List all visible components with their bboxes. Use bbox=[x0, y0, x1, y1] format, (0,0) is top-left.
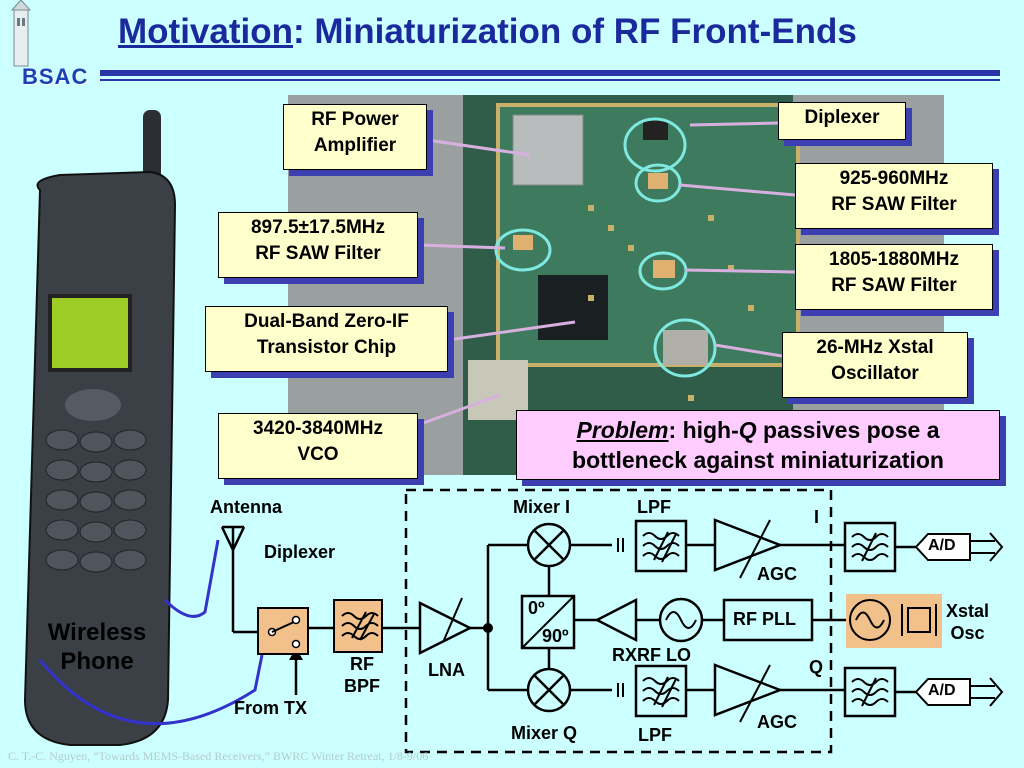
output-filter-bottom-icon bbox=[843, 666, 897, 718]
problem-word: Problem bbox=[576, 417, 669, 443]
agc-bottom-label: AGC bbox=[757, 712, 797, 732]
label-line: Transistor Chip bbox=[256, 337, 397, 358]
label-line: RF SAW Filter bbox=[831, 275, 957, 296]
footer-citation: C. T.-C. Nguyen, “Towards MEMS-Based Rec… bbox=[8, 749, 429, 763]
label-xstal-oscillator: 26-MHz Xstal Oscillator bbox=[782, 332, 968, 398]
rf-pll-block bbox=[722, 598, 814, 642]
xstal-osc-line2: Osc bbox=[950, 623, 985, 643]
antenna-label: Antenna bbox=[210, 497, 282, 517]
ad-converter-top bbox=[914, 533, 971, 561]
lpf-bottom-icon bbox=[634, 664, 688, 718]
output-filter-top-icon bbox=[843, 521, 897, 573]
phone-keypad bbox=[45, 429, 147, 573]
problem-q: Q bbox=[738, 417, 757, 443]
phase-0-label: 0º bbox=[528, 598, 545, 618]
label-line: 26-MHz Xstal bbox=[816, 337, 934, 358]
label-saw-897: 897.5±17.5MHz RF SAW Filter bbox=[218, 212, 418, 278]
signal-wires bbox=[220, 525, 916, 695]
problem-line2: bottleneck against miniaturization bbox=[572, 447, 944, 473]
label-line: Amplifier bbox=[313, 135, 397, 156]
ad-top-label: A/D bbox=[928, 537, 956, 554]
label-vco: 3420-3840MHz VCO bbox=[218, 413, 418, 479]
split-node bbox=[483, 623, 493, 633]
lpf-top-label: LPF bbox=[637, 497, 671, 517]
agc-top-icon bbox=[713, 518, 784, 579]
lna-amplifier-icon bbox=[418, 597, 473, 656]
label-saw-925: 925-960MHz RF SAW Filter bbox=[795, 163, 993, 229]
problem-callout: Problem: high-Q passives pose a bottlene… bbox=[516, 410, 1000, 480]
xstal-oscillator-icon bbox=[846, 594, 942, 648]
chip-boundary bbox=[404, 488, 833, 754]
ad-converter-bottom bbox=[914, 678, 971, 706]
title-emphasis: Motivation bbox=[118, 12, 293, 51]
phone-label-line1: Wireless bbox=[47, 619, 147, 646]
label-line: Dual-Band Zero-IF bbox=[244, 311, 409, 332]
phone-link-curve-bottom bbox=[38, 654, 264, 726]
mixer-q-label: Mixer Q bbox=[511, 723, 578, 743]
lpf-bottom-label: LPF bbox=[638, 725, 672, 745]
lna-label: LNA bbox=[428, 660, 465, 680]
mixer-i-label: Mixer I bbox=[513, 497, 571, 517]
label-line: 1805-1880MHz bbox=[829, 249, 959, 270]
problem-mid: : high- bbox=[668, 417, 739, 443]
phone-nav-key bbox=[65, 389, 121, 421]
label-diplexer: Diplexer bbox=[778, 102, 906, 140]
ad-bottom-label: A/D bbox=[928, 682, 956, 699]
label-line: RF SAW Filter bbox=[255, 243, 381, 264]
q-channel-label: Q bbox=[809, 657, 824, 677]
diplexer-switch-icon bbox=[257, 607, 309, 655]
vco-sine-icon bbox=[658, 597, 704, 643]
diplexer-label: Diplexer bbox=[264, 542, 336, 562]
lo-buffer-icon bbox=[594, 597, 638, 643]
campanile-icon bbox=[10, 0, 32, 67]
title-rest: : Miniaturization of RF Front-Ends bbox=[292, 12, 857, 51]
label-line: VCO bbox=[297, 444, 339, 465]
label-zero-if-chip: Dual-Band Zero-IF Transistor Chip bbox=[205, 306, 448, 372]
xstal-osc-line1: Xstal bbox=[946, 601, 990, 621]
digital-bus-arrows bbox=[970, 532, 1004, 707]
page-title: Motivation: Miniaturization of RF Front-… bbox=[118, 12, 857, 52]
label-line: Oscillator bbox=[831, 363, 919, 384]
title-rule bbox=[100, 70, 1000, 76]
label-line: 925-960MHz bbox=[839, 168, 949, 189]
rxrf-lo-label: RXRF LO bbox=[612, 645, 691, 665]
label-line: RF SAW Filter bbox=[831, 194, 957, 215]
lpf-top-icon bbox=[634, 519, 688, 573]
label-line: 3420-3840MHz bbox=[253, 418, 383, 439]
rf-bpf-line1: RF bbox=[350, 654, 374, 674]
title-rule-thin bbox=[100, 79, 1000, 81]
problem-rest: passives pose a bbox=[756, 417, 940, 443]
phone-screen bbox=[48, 294, 132, 372]
phone-link-curve-top bbox=[163, 539, 220, 618]
i-channel-label: I bbox=[814, 507, 820, 527]
bsac-logo: BSAC bbox=[22, 64, 89, 89]
from-tx-label: From TX bbox=[234, 698, 308, 718]
label-line: RF Power bbox=[311, 109, 399, 130]
agc-bottom-icon bbox=[713, 663, 784, 723]
label-rf-power-amplifier: RF Power Amplifier bbox=[283, 104, 427, 170]
label-saw-1805: 1805-1880MHz RF SAW Filter bbox=[795, 244, 993, 310]
highlight-circles bbox=[494, 117, 717, 378]
agc-top-label: AGC bbox=[757, 564, 797, 584]
rf-bpf-icon bbox=[333, 599, 383, 653]
phase-90-label: 90º bbox=[542, 626, 569, 646]
mixer-q-icon bbox=[526, 667, 572, 713]
label-line: 897.5±17.5MHz bbox=[250, 217, 385, 238]
rf-bpf-line2: BPF bbox=[344, 676, 380, 696]
phase-splitter-icon bbox=[520, 594, 576, 650]
problem-line1: Problem: high-Q passives pose a bbox=[517, 415, 999, 445]
label-line: Diplexer bbox=[804, 107, 880, 128]
mixer-i-icon bbox=[526, 522, 572, 568]
coupling-caps bbox=[617, 538, 624, 697]
phone-label-line2: Phone bbox=[60, 648, 134, 675]
rf-pll-label: RF PLL bbox=[733, 609, 796, 629]
